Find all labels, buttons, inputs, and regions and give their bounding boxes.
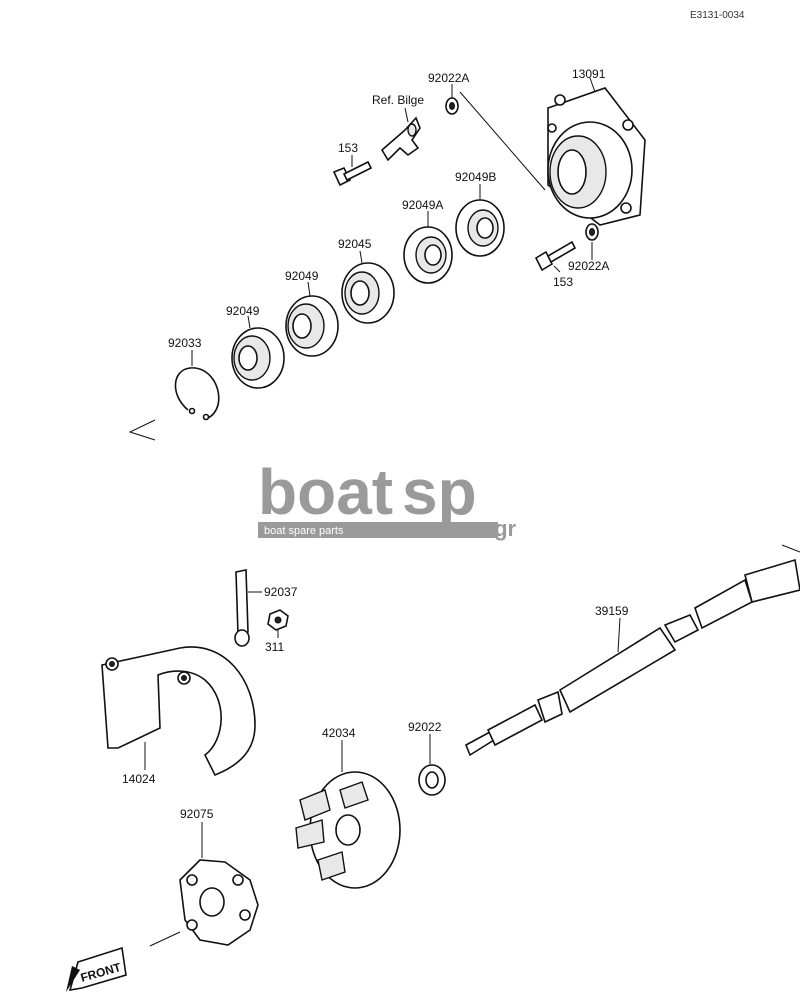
label-92049B: 92049B	[455, 170, 496, 184]
part-92022-washer[interactable]	[418, 764, 446, 796]
axis-arrow-right	[781, 544, 800, 553]
label-92022A-bottom: 92022A	[568, 259, 609, 273]
axis-arrow-left	[128, 419, 156, 441]
part-39159-drive-shaft[interactable]	[464, 558, 800, 757]
part-92049-oil-seal-2[interactable]	[231, 327, 285, 389]
part-92049-oil-seal-1[interactable]	[285, 295, 339, 357]
diagram-code: E3131-0034	[690, 10, 745, 21]
label-92045: 92045	[338, 237, 372, 251]
label-92075: 92075	[180, 807, 214, 821]
part-13091-bearing-housing[interactable]	[547, 87, 646, 226]
watermark-tagline: boat spare parts	[264, 525, 344, 537]
part-14024-coupling-guard[interactable]	[101, 646, 256, 777]
part-bilge-bracket[interactable]	[380, 116, 421, 162]
label-ref-bilge: Ref. Bilge	[372, 93, 424, 107]
label-92033: 92033	[168, 336, 202, 350]
part-92049B-oil-seal[interactable]	[455, 199, 505, 257]
watermark-brand-a: boat	[258, 456, 393, 528]
watermark-logo: boat sp .gr boat spare parts	[258, 456, 517, 541]
part-42034-coupling[interactable]	[295, 771, 401, 889]
part-311-nut[interactable]	[267, 609, 289, 631]
front-direction-arrow: FRONT	[66, 946, 127, 992]
label-153-bottom: 153	[553, 275, 573, 289]
label-92037: 92037	[264, 585, 298, 599]
part-92022A-washer-bottom[interactable]	[585, 223, 599, 241]
part-92075-rubber-damper[interactable]	[179, 859, 259, 946]
label-311: 311	[265, 640, 284, 654]
label-153-top: 153	[338, 141, 358, 155]
label-92049-b: 92049	[226, 304, 260, 318]
label-92049A: 92049A	[402, 198, 443, 212]
label-39159: 39159	[595, 604, 629, 618]
label-92022A-top: 92022A	[428, 71, 469, 85]
part-92045-ball-bearing[interactable]	[341, 262, 395, 324]
part-92033-circlip[interactable]	[174, 367, 220, 421]
label-14024: 14024	[122, 772, 156, 786]
part-153-bolt-top[interactable]	[332, 160, 373, 187]
label-42034: 42034	[322, 726, 356, 740]
part-92022A-washer-top[interactable]	[445, 97, 459, 115]
part-153-bolt-bottom[interactable]	[534, 240, 577, 272]
part-92049A-oil-seal[interactable]	[403, 226, 453, 284]
watermark-brand-b: sp	[402, 456, 477, 528]
label-92022: 92022	[408, 720, 442, 734]
label-92049-a: 92049	[285, 269, 319, 283]
part-92037-strap[interactable]	[234, 569, 250, 647]
label-13091: 13091	[572, 67, 606, 81]
